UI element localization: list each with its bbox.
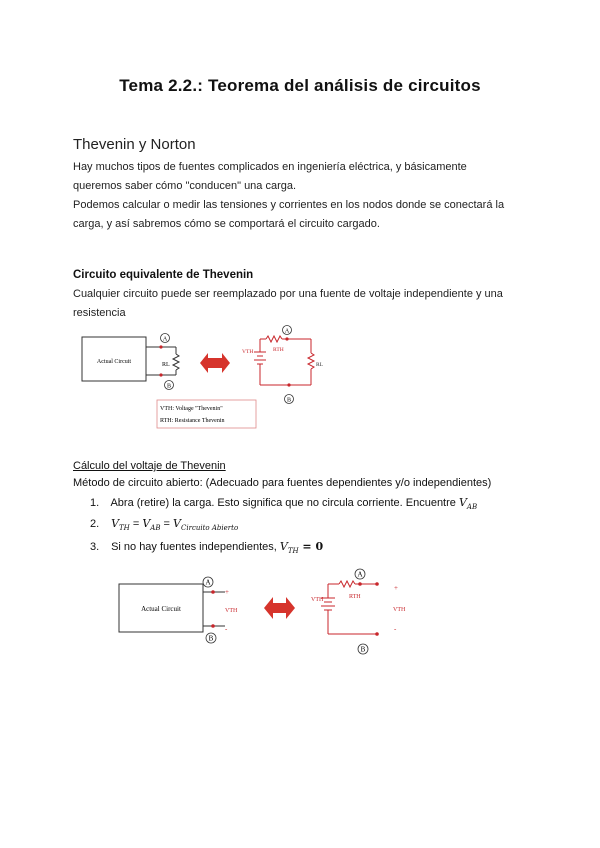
source-label: VTH xyxy=(242,349,253,355)
math-sub: AB xyxy=(150,524,161,532)
actual-circuit-label: Actual Circuit xyxy=(141,605,181,613)
thevenin-circuit xyxy=(321,579,377,635)
equivalence-arrow-icon xyxy=(264,597,295,619)
resistor-label: RTH xyxy=(349,594,361,600)
svg-text:B: B xyxy=(287,398,291,404)
intro-line-4: carga, y así sabremos cómo se comportará… xyxy=(73,218,380,230)
node-a-icon xyxy=(202,576,214,588)
step-number: 3. xyxy=(90,541,100,553)
node-b-icon xyxy=(164,380,174,390)
thevenin-diagram-2: Actual Circuit A B + - VTH VTH RTH A B +… xyxy=(118,568,406,655)
math-var: V xyxy=(458,496,467,509)
minus-sign: - xyxy=(394,625,397,633)
step-2: 2. VTH = VAB = VCircuito Abierto xyxy=(90,517,238,532)
math-var: V xyxy=(142,517,151,530)
plus-sign: + xyxy=(394,584,398,592)
thevenin-diagram-1: Actual Circuit RL A B VTH RTH RL A B VTH… xyxy=(81,325,324,429)
math-sub: TH xyxy=(287,547,299,555)
equivalent-line-1: Cualquier circuito puede ser reemplazado… xyxy=(73,288,503,300)
legend-box xyxy=(156,399,257,429)
node-b-icon xyxy=(205,632,217,644)
equivalent-paragraph: Cualquier circuito puede ser reemplazado… xyxy=(73,285,543,323)
intro-line-2: queremos saber cómo "conducen" una carga… xyxy=(73,180,297,192)
step-text: Abra (retire) la carga. Esto significa q… xyxy=(110,497,459,509)
step-number: 2. xyxy=(90,518,100,530)
svg-text:A: A xyxy=(205,579,210,587)
actual-circuit-box xyxy=(118,583,204,633)
svg-text:A: A xyxy=(285,329,290,335)
vth-label-left: VTH xyxy=(225,608,238,614)
legend-line-2: RTH: Resistance Thevenin xyxy=(160,418,225,424)
equivalent-heading: Circuito equivalente de Thevenin xyxy=(73,269,254,281)
actual-circuit-label: Actual Circuit xyxy=(97,359,131,365)
intro-paragraph: Hay muchos tipos de fuentes complicados … xyxy=(73,158,543,234)
load-label-right: RL xyxy=(316,362,324,368)
step-1: 1. Abra (retire) la carga. Esto signific… xyxy=(90,496,477,511)
source-label: VTH xyxy=(311,597,324,603)
math-sub: TH xyxy=(119,524,130,532)
equals-sign: = xyxy=(129,518,143,530)
math-sub: Circuito Abierto xyxy=(181,524,239,532)
load-label-left: RL xyxy=(162,362,170,368)
thevenin-circuit xyxy=(254,334,316,386)
math-var: V xyxy=(279,540,288,553)
math-var: V xyxy=(173,517,181,530)
math-sub: AB xyxy=(466,503,478,511)
svg-text:B: B xyxy=(167,384,171,390)
legend-line-1: VTH: Voltage "Thevenin" xyxy=(160,406,223,412)
minus-sign: - xyxy=(225,625,228,633)
section-heading: Thevenin y Norton xyxy=(73,136,196,153)
step-3: 3. Si no hay fuentes independientes, VTH… xyxy=(90,540,323,555)
node-a-icon xyxy=(160,333,170,343)
load-resistor-icon xyxy=(171,353,181,371)
method-text: Método de circuito abierto: (Adecuado pa… xyxy=(73,477,492,489)
equals-zero: = 0 xyxy=(298,540,324,553)
node-b-icon xyxy=(284,394,294,404)
equivalent-line-2: resistencia xyxy=(73,307,126,319)
svg-text:B: B xyxy=(209,635,214,643)
vth-label-right: VTH xyxy=(393,607,406,613)
plus-sign: + xyxy=(225,588,229,596)
actual-circuit-box xyxy=(81,336,147,382)
node-a-icon xyxy=(282,325,292,335)
node-a-icon xyxy=(354,568,366,580)
svg-text:A: A xyxy=(357,571,362,579)
equals-sign: = xyxy=(160,518,174,530)
math-var: V xyxy=(111,517,120,530)
node-b-icon xyxy=(357,643,369,655)
equivalence-arrow-icon xyxy=(200,353,230,373)
intro-line-3: Podemos calcular o medir las tensiones y… xyxy=(73,199,505,211)
resistor-label: RTH xyxy=(273,347,284,353)
page-title: Tema 2.2.: Teorema del análisis de circu… xyxy=(119,76,481,95)
intro-line-1: Hay muchos tipos de fuentes complicados … xyxy=(73,161,467,173)
calc-heading: Cálculo del voltaje de Thevenin xyxy=(73,460,226,472)
step-number: 1. xyxy=(90,497,100,509)
svg-text:A: A xyxy=(163,337,168,343)
step-text: Si no hay fuentes independientes, xyxy=(111,541,280,553)
svg-text:B: B xyxy=(361,646,366,654)
